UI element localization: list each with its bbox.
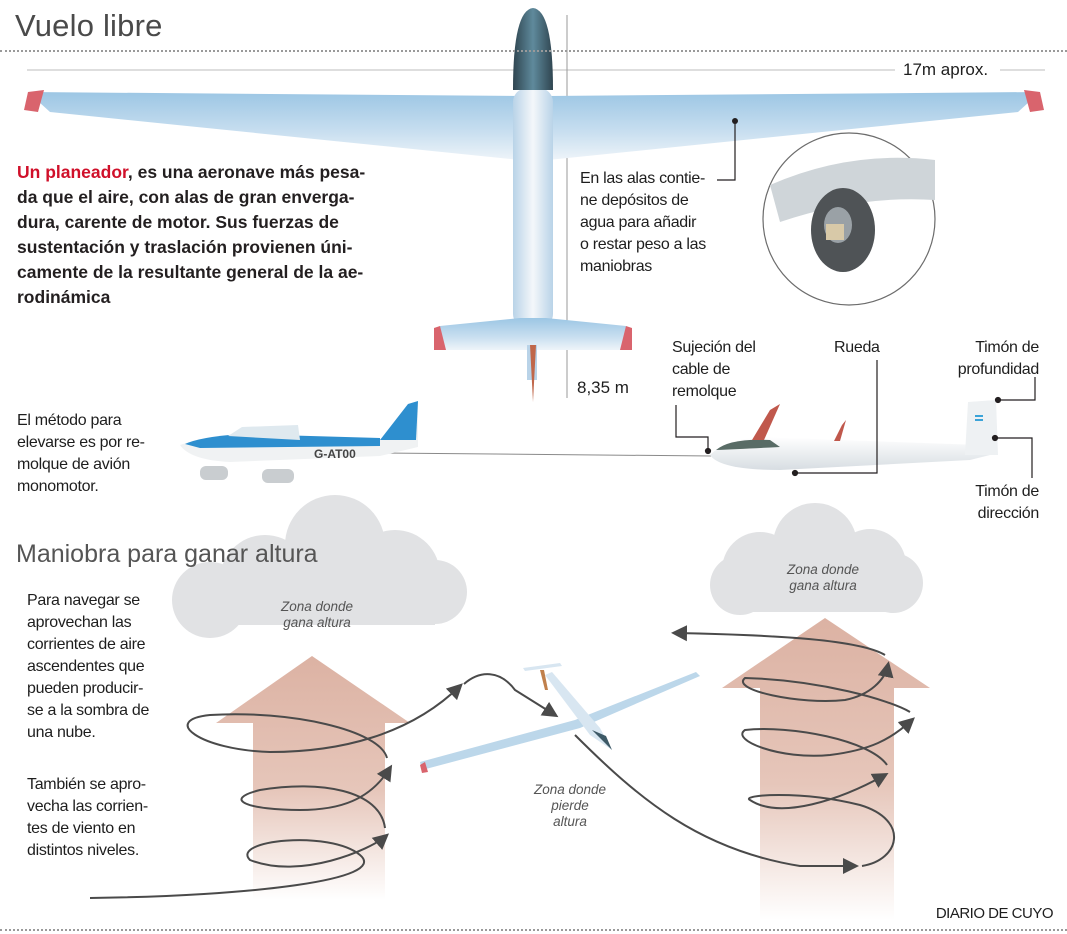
intro-highlight: Un planeador — [17, 162, 128, 182]
wind-levels-explanation: También se apro- vecha las corrien- tes … — [27, 776, 148, 859]
tow-plane-registration: G-AT00 — [314, 447, 356, 461]
wing-note-leader — [717, 118, 738, 181]
cloud-left — [172, 495, 467, 638]
zone-lose-label: Zona donde pierde altura — [533, 782, 607, 829]
publisher-credit: DIARIO DE CUYO — [935, 905, 1054, 922]
cloud-right — [710, 503, 923, 615]
tow-plane — [180, 401, 418, 483]
glider-perspective-view — [420, 663, 700, 773]
wing-water-tank-note: En las alas contie- ne depósitos de agua… — [580, 170, 706, 275]
glider-top-view — [24, 8, 1044, 402]
tow-hook-label: Sujeción del cable de remolque — [672, 339, 756, 400]
header-divider — [0, 50, 1067, 52]
thermal-arrow-right — [722, 618, 930, 920]
zone-gain-right-label: Zona donde gana altura — [786, 562, 860, 593]
flight-path — [89, 625, 915, 899]
thermal-explanation: Para navegar se aprovechan las corriente… — [27, 592, 150, 741]
wingspan-label: 17m aprox. — [903, 60, 989, 79]
tow-method-note: El método para elevarse es por re- molqu… — [17, 412, 145, 495]
maneuver-section-title: Maniobra para ganar altura — [16, 540, 318, 568]
elevator-label: Timón de profundidad — [957, 339, 1040, 378]
thermal-arrow-left — [216, 656, 410, 900]
zone-gain-left-label: Zona donde gana altura — [280, 599, 354, 630]
footer-divider — [0, 929, 1067, 931]
intro-paragraph: Un planeador, es una aeronave más pesa- … — [17, 162, 366, 307]
glider-part-leaders — [675, 360, 1036, 478]
wheel-label: Rueda — [834, 339, 880, 356]
glider-side-view — [710, 400, 998, 470]
length-label: 8,35 m — [577, 378, 629, 397]
page-title: Vuelo libre — [15, 8, 163, 43]
wheel-detail — [762, 132, 936, 306]
rudder-label: Timón de dirección — [975, 483, 1039, 522]
tow-cable — [379, 452, 713, 457]
